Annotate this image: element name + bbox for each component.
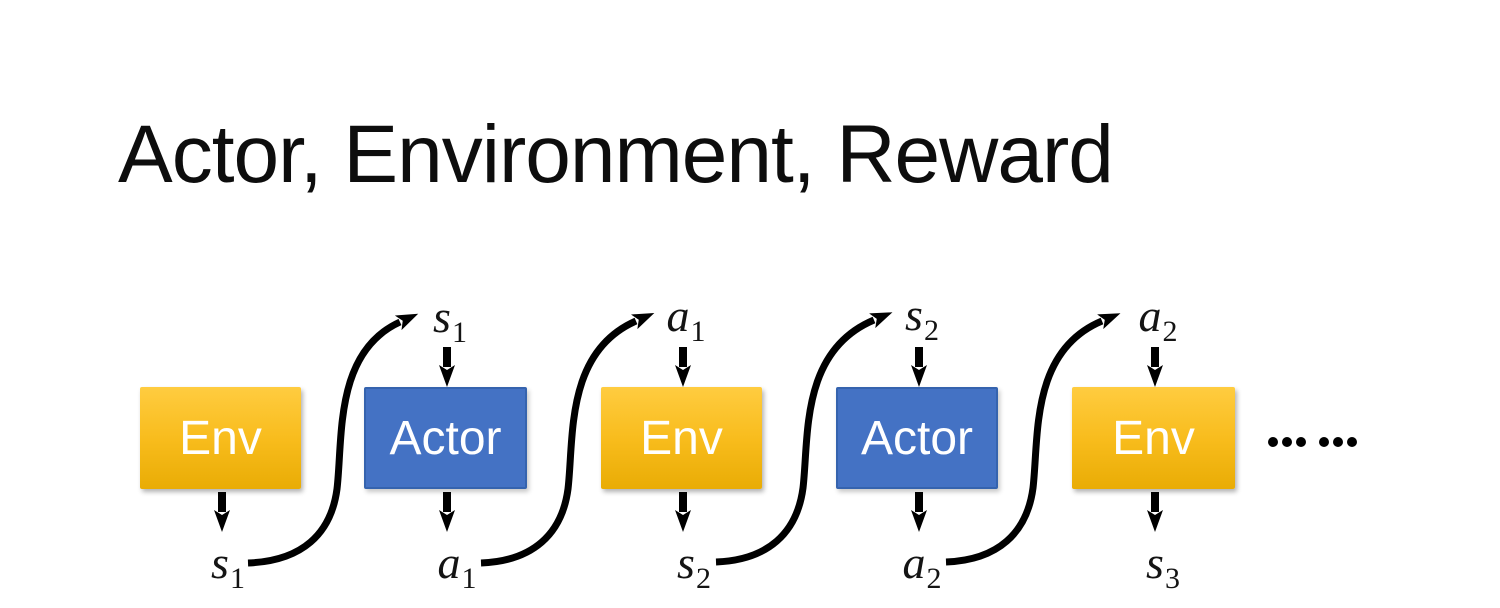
- label-s3-bottom: s3: [1146, 537, 1180, 595]
- curved-arrow-s2: [715, 312, 893, 566]
- label-s2-top: s2: [905, 289, 939, 347]
- ellipsis-dot: [1333, 437, 1343, 447]
- label-a2-bottom: a2: [902, 537, 942, 595]
- slide-title: Actor, Environment, Reward: [118, 109, 1114, 200]
- ellipsis-dot: [1282, 437, 1292, 447]
- env-box-2: Env: [601, 387, 762, 489]
- ellipsis-dots: [1268, 437, 1361, 447]
- actor-box-1: Actor: [364, 387, 527, 489]
- actor-box-1-label: Actor: [389, 411, 502, 465]
- label-s2-bottom: s2: [677, 537, 711, 595]
- label-a2-top: a2: [1138, 290, 1178, 348]
- label-a1-top: a1: [666, 290, 706, 348]
- ellipsis-dot: [1319, 437, 1329, 447]
- env-box-1-label: Env: [179, 411, 262, 465]
- actor-box-2-label: Actor: [860, 411, 974, 465]
- curved-arrow-a1: [480, 312, 655, 567]
- env-box-3: Env: [1072, 387, 1235, 489]
- env-box-2-label: Env: [640, 411, 723, 465]
- label-s1-top: s1: [433, 291, 467, 349]
- env-box-3-label: Env: [1112, 411, 1195, 465]
- actor-box-2: Actor: [836, 387, 998, 489]
- curved-arrow-a2: [945, 313, 1121, 566]
- curved-arrow-s1: [247, 313, 419, 567]
- ellipsis-dot: [1347, 437, 1357, 447]
- label-a1-bottom: a1: [437, 537, 477, 595]
- ellipsis-dot: [1268, 437, 1278, 447]
- ellipsis-dot: [1296, 437, 1306, 447]
- label-s1-bottom: s1: [211, 537, 245, 595]
- env-box-1: Env: [140, 387, 301, 489]
